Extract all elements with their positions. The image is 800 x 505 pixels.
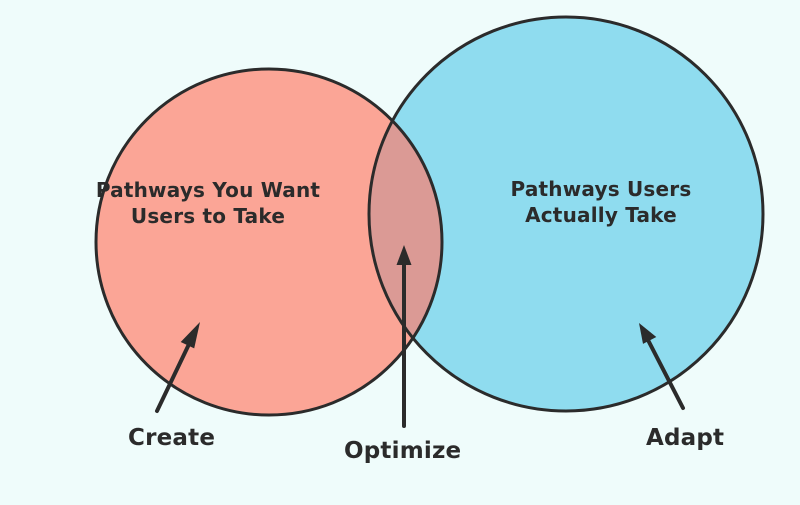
right-circle-label: Pathways Users Actually Take	[510, 177, 692, 227]
adapt-label: Adapt	[646, 425, 725, 451]
right-circle	[369, 17, 763, 411]
left-circle-label: Pathways You Want Users to Take	[95, 178, 321, 228]
optimize-label: Optimize	[344, 438, 462, 464]
optimize-arrow	[396, 245, 412, 428]
create-label: Create	[128, 425, 216, 451]
left-circle-outline	[94, 67, 444, 417]
left-circle	[96, 69, 442, 415]
create-arrow	[155, 322, 200, 413]
adapt-arrow	[639, 323, 685, 410]
right-circle-outline	[367, 15, 765, 413]
